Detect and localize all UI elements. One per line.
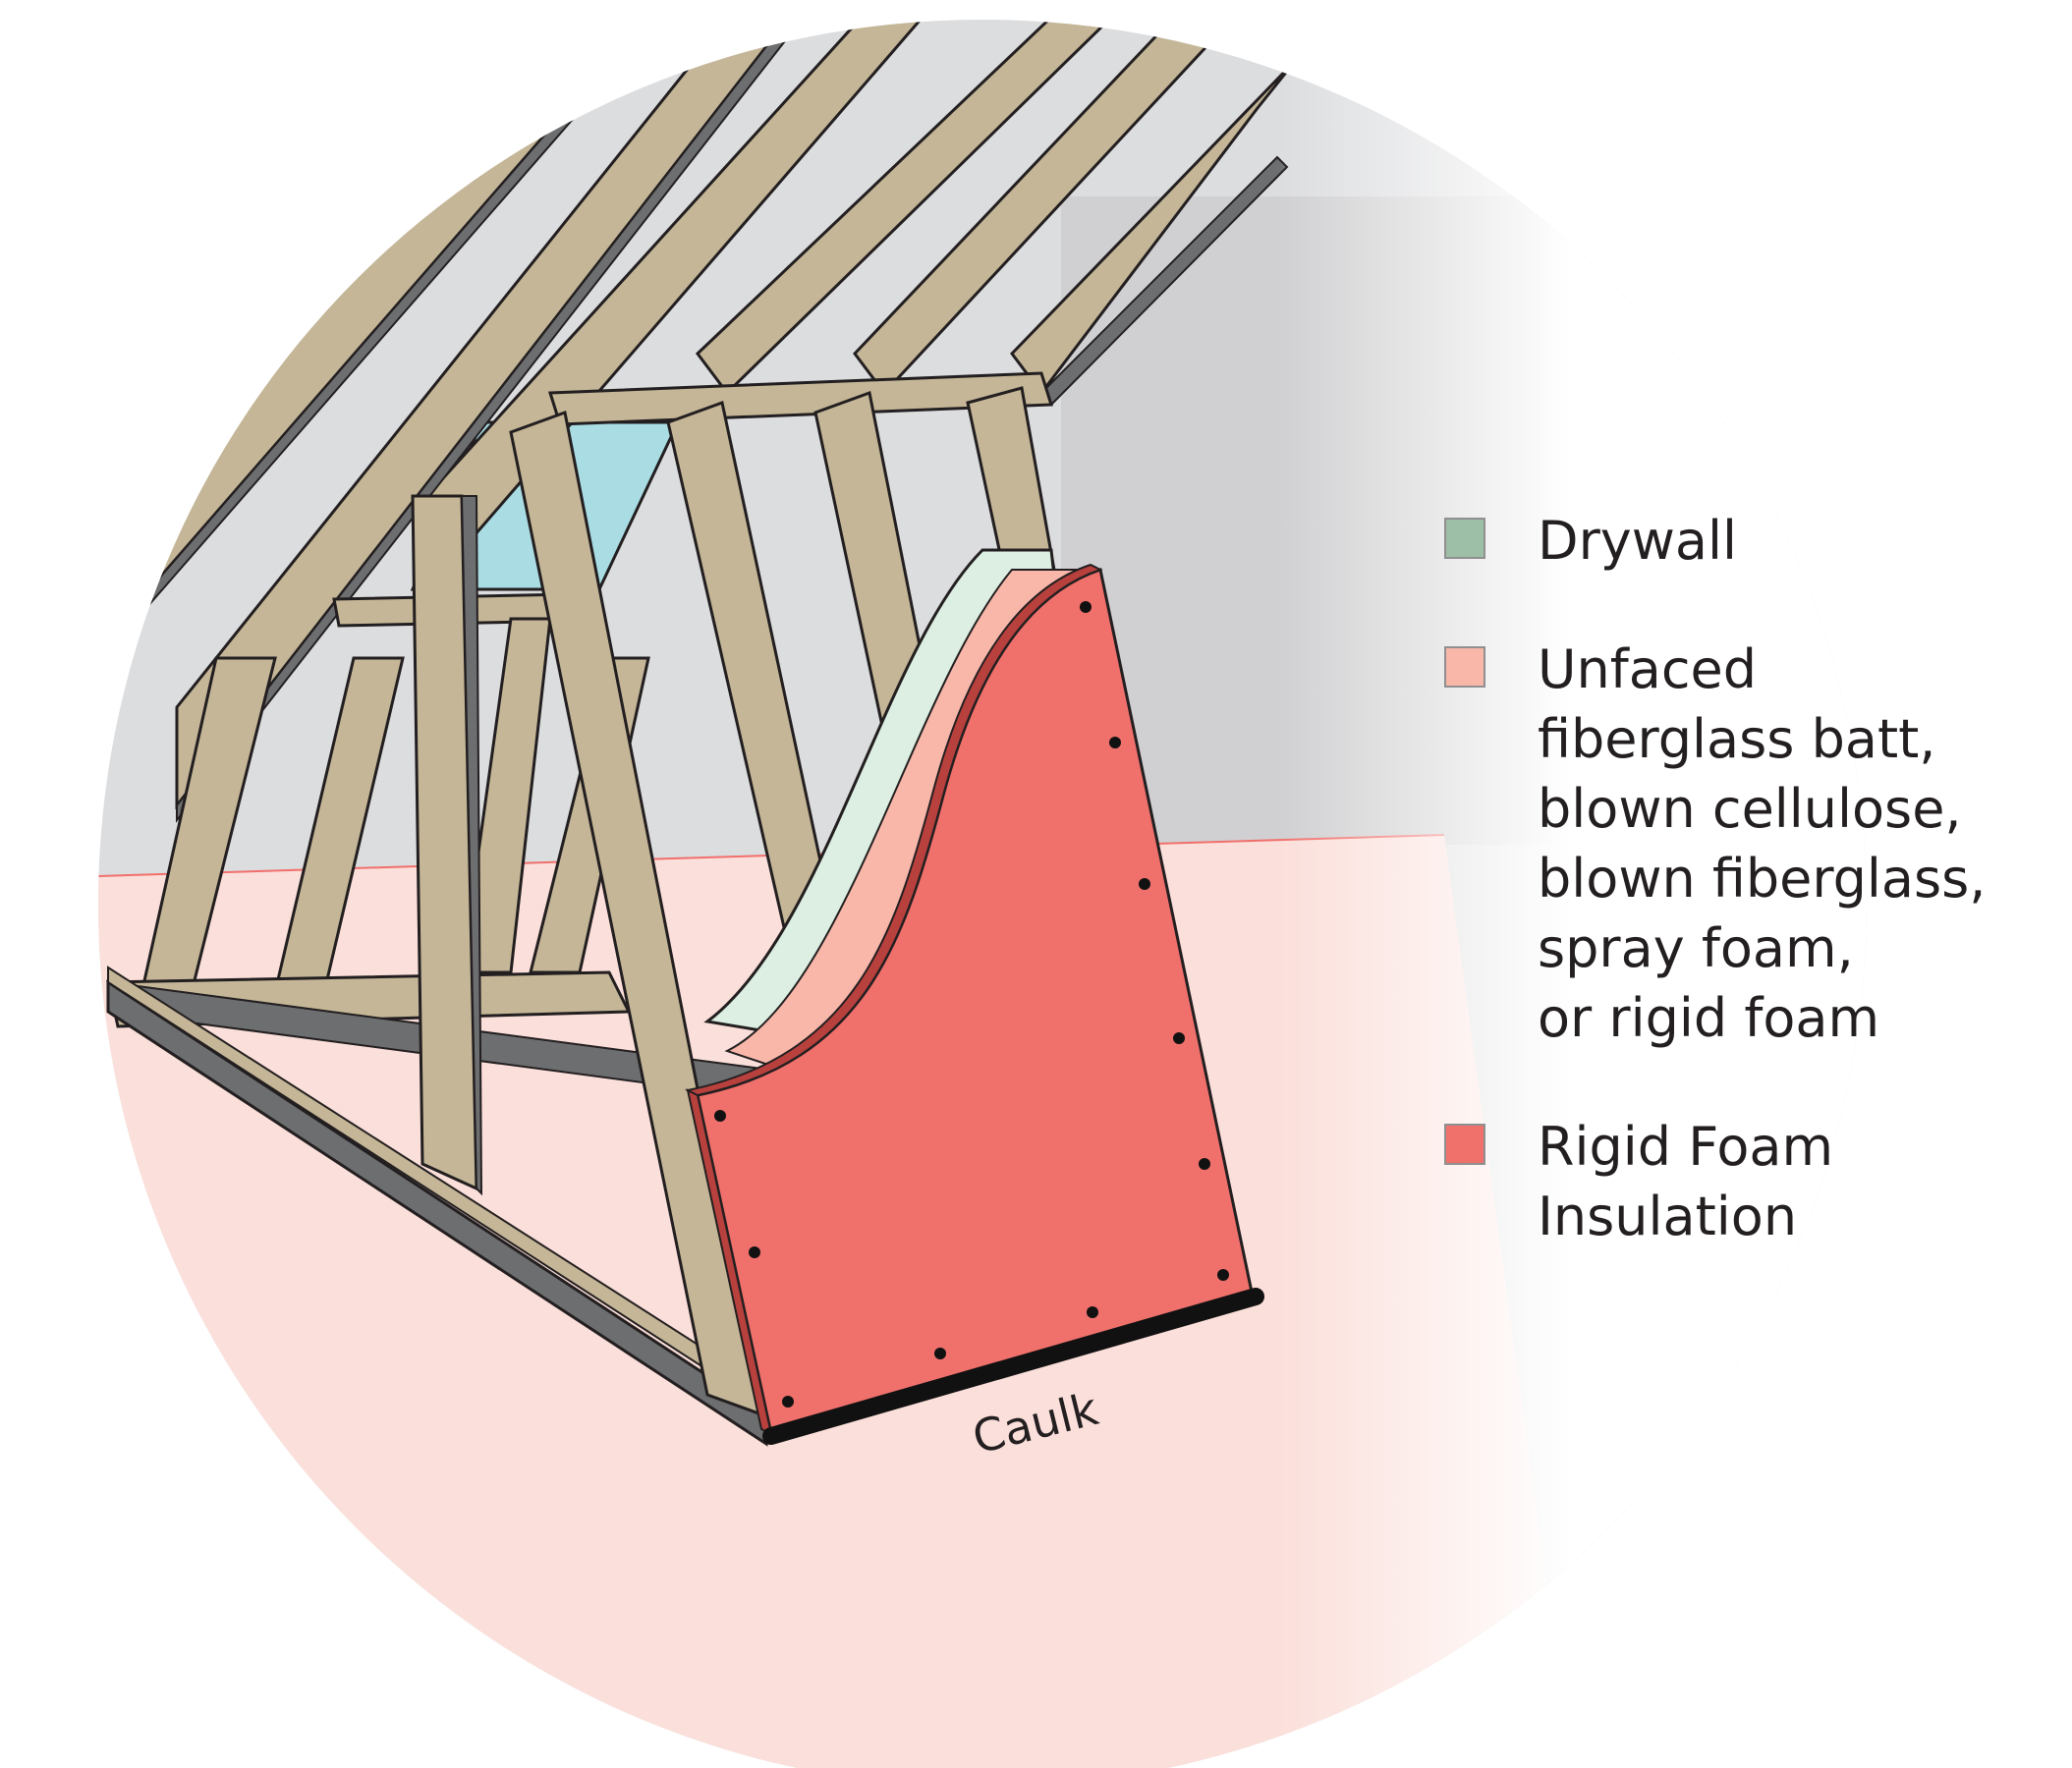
top-plate <box>547 371 1054 426</box>
rigid-foam-top-edge <box>684 563 1103 1097</box>
legend-swatch-rigid-foam <box>1444 1124 1485 1165</box>
caulk-bead <box>762 1288 1264 1445</box>
legend-item-drywall: Drywall <box>1444 506 2034 576</box>
legend-item-batt-insulation: Unfaced fiberglass batt, blown cellulose… <box>1444 635 2034 1053</box>
vertical-post-edge <box>460 495 483 1196</box>
legend-swatch-batt-insulation <box>1444 646 1485 688</box>
floor-edge-line <box>98 834 1445 880</box>
legend-label-drywall: Drywall <box>1538 510 1738 572</box>
legend-label-batt-insulation: Unfaced fiberglass batt, blown cellulose… <box>1538 638 1987 1049</box>
floor-sill <box>106 979 768 1447</box>
legend-swatch-drywall <box>1444 518 1485 559</box>
legend: Drywall Unfaced fiberglass batt, blown c… <box>1444 506 2034 1310</box>
legend-label-rigid-foam: Rigid Foam Insulation <box>1538 1116 1834 1247</box>
legend-item-rigid-foam: Rigid Foam Insulation <box>1444 1112 2034 1251</box>
right-fade <box>1277 20 1572 1768</box>
fastener-dots <box>714 601 1229 1408</box>
